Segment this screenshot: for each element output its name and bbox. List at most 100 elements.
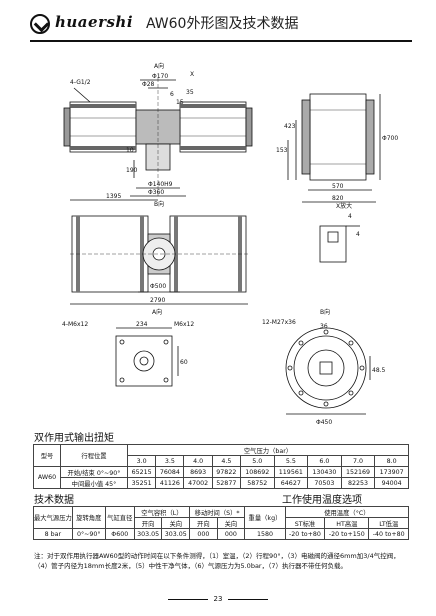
tech-cell-pressure: 8 bar [33,528,73,540]
tech-h-volume: 空气容积（L） [133,506,191,518]
label-d500: Φ500 [150,283,166,290]
page-header: huaershi AW60外形图及技术数据 [0,0,436,46]
torque-col-pressure: 空气压力（bar） [127,444,409,456]
torque-cell: 94004 [374,477,409,489]
torque-cell: 64627 [273,477,309,489]
tech-h-lt: LT低温 [368,517,409,529]
front-view [70,199,360,305]
tech-cell-bore: Φ600 [104,528,135,540]
drawing-canvas: A向 4-G1/2 X Φ170 Φ28 6 35 15 10 190 Φ140… [62,62,398,426]
torque-row-label: 开始/结束 0°~90° [60,466,128,478]
label-m6x12-a: 4-M6x12 [62,321,88,328]
torque-cell: 47002 [183,477,213,489]
torque-heading: 双作用式输出扭矩 [34,433,114,444]
label-d4a: 4 [348,213,352,220]
tech-h-weight: 重量（kg） [244,506,286,529]
tech-h-vol-open: 开向 [133,517,163,529]
cyl-shade [70,146,136,150]
tech-h-rotation: 旋转角度 [71,506,106,529]
torque-row-label: 中间最小值 45° [60,477,128,489]
tech-cell-time-close: 000 [216,528,246,540]
label-d6: 6 [170,91,174,98]
label-d4b: 4 [356,231,360,238]
torque-cell: 82253 [340,477,376,489]
temp-heading: 工作使用温度选项 [282,495,362,506]
top-view-labels: A向 4-G1/2 X Φ170 Φ28 6 35 15 10 190 Φ140… [70,62,194,208]
header-divider [30,40,412,42]
tech-cell-ht: -20 to+150 [324,528,370,540]
page-footer: 23 [0,595,436,603]
torque-cell: 108692 [239,466,275,478]
tech-h-temp: 使用温度（°C） [284,506,410,518]
tech-cell-vol-open: 303.05 [133,528,163,540]
top-left-cylinder [69,101,137,153]
tech-cell-weight: 1580 [244,528,286,540]
cyl-shade [180,104,246,108]
top-view [63,78,253,198]
tech-cell-rotation: 0°~90° [71,528,106,540]
label-x-enlarged: X放大 [336,202,352,210]
side-housing [309,93,367,181]
torque-col-model: 型号 [33,444,61,467]
torque-cell: 70503 [307,477,342,489]
tech-cell-time-open: 000 [189,528,218,540]
b-view [285,327,371,415]
torque-cell: 97822 [211,466,241,478]
x-detail-key [319,225,347,263]
torque-cell: 130430 [307,466,342,478]
tech-h-bore: 气缸直径 [104,506,135,529]
technical-drawing: A向 4-G1/2 X Φ170 Φ28 6 35 15 10 190 Φ140… [30,48,412,426]
torque-col-angle: 行程位置 [60,444,128,467]
label-port: 4-G1/2 [70,79,91,86]
torque-table: 型号 行程位置 空气压力（bar） 3.0 3.5 4.0 4.5 5.0 5.… [33,444,409,489]
tech-h-ht: HT高温 [324,517,370,529]
table-row: AW60 开始/结束 0°~90° 65215 76084 8693 97822… [33,466,409,489]
end-cap-left [63,107,71,147]
label-x: X [190,71,194,78]
pressure-cell: 7.0 [340,455,376,467]
tech-h-st: ST标准 [284,517,326,529]
b-view-labels: 12-M27x36 B向 36 48.5 Φ450 [262,308,386,426]
tech-heading: 技术数据 [34,495,74,506]
torque-cell: 65215 [126,466,157,478]
label-d10: 10 [126,147,134,154]
torque-cell: 52877 [211,477,241,489]
label-d60: 60 [180,359,188,366]
label-top-view-a: A向 [154,62,164,70]
pressure-cell: 4.5 [211,455,241,467]
torque-cell: 173907 [374,466,409,478]
label-d48: 48.5 [372,367,386,374]
label-d423: 423 [284,123,296,130]
side-flange-right [365,99,375,175]
label-front-view-a: A向 [152,308,162,316]
tech-table: 最大气源压力 旋转角度 气缸直径 空气容积（L） 移动时间（S）* 重量（kg）… [33,506,410,540]
footer-rule-left [167,598,208,600]
tech-cell-vol-close: 303.05 [161,528,191,540]
label-d28: Φ28 [142,81,155,88]
torque-cell: 35251 [126,477,157,489]
torque-cell: 76084 [155,466,185,478]
label-d2790: 2790 [150,297,165,304]
label-d190: 190 [126,167,138,174]
label-d700: Φ700 [382,135,398,142]
front-view-labels: 1395 Φ500 2790 A向 X放大 4 4 [106,193,360,316]
pressure-cell: 3.5 [155,455,185,467]
label-d35: 35 [186,89,194,96]
footnote: 注：对于双作用执行器AW60型的动作时间在以下条件测得，（1）室温，（2）行程9… [34,552,400,570]
torque-model-cell: AW60 [33,466,61,489]
torque-cell: 58752 [239,477,275,489]
tech-h-vol-close: 关向 [161,517,191,529]
label-b-view: B向 [320,308,330,316]
torque-cell: 152169 [340,466,376,478]
tech-h-pressure: 最大气源压力 [33,506,73,529]
label-d140h9: Φ140H9 [148,181,173,188]
table-row: 8 bar 0°~90° Φ600 303.05 303.05 000 000 … [33,528,409,540]
label-d153: 153 [276,147,288,154]
torque-cell: 41126 [155,477,185,489]
page-number: 23 [213,595,223,603]
label-d570: 570 [332,183,344,190]
tech-cell-lt: -40 to+80 [368,528,409,540]
label-d234: 234 [136,321,148,328]
label-d450: Φ450 [316,419,332,426]
cyl-shade [180,146,246,150]
